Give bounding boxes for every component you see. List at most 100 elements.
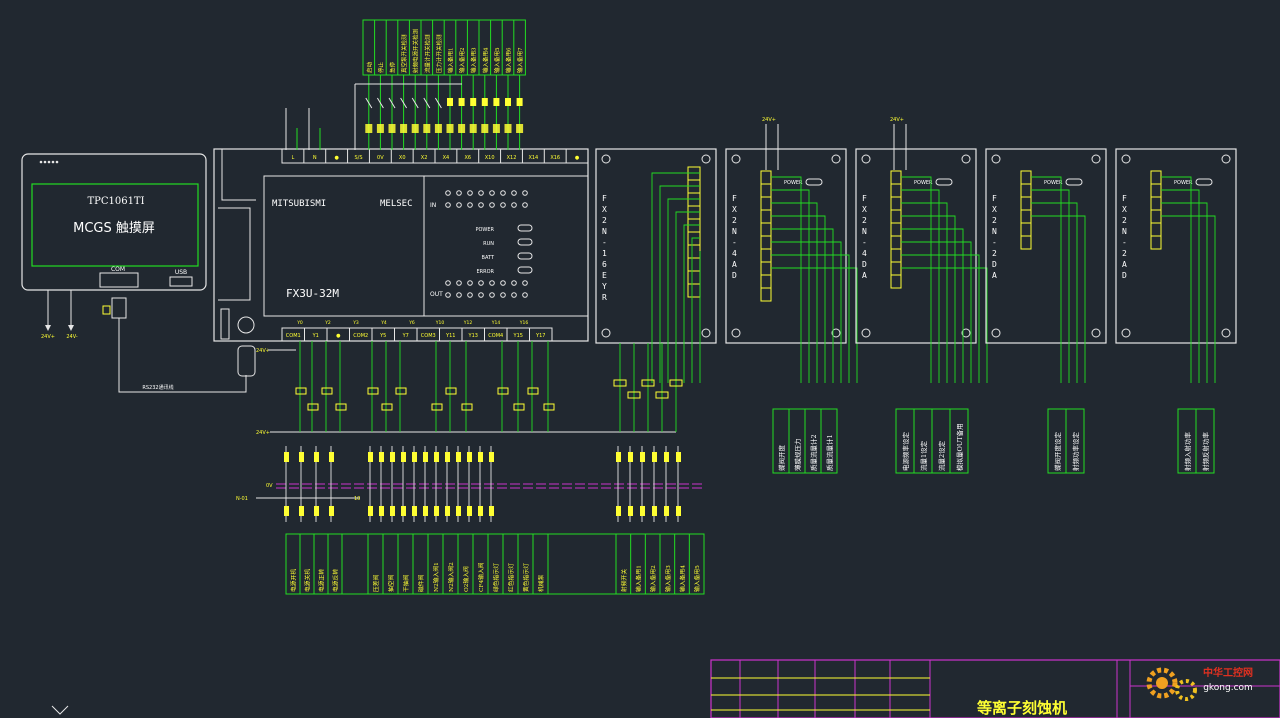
module-name-char: - [862,238,867,247]
module-name-char: D [1122,271,1127,280]
module-name-char: F [602,194,607,203]
module-name-char: D [862,260,867,269]
output-label: N2输入阀1 [432,562,440,592]
input-label: 输入备用1 [447,48,455,74]
module-name-char: F [992,194,997,203]
plc-bottom-terminal-b: Y14 [491,320,501,326]
plc-input-led [445,190,451,196]
input-label: 输入备用2 [458,48,466,74]
plc-input-led [467,202,473,208]
module-name-char: X [862,205,867,214]
com-port-label: COM [111,266,125,273]
plc-led [517,238,533,246]
input-label: 输入备用4 [481,47,489,73]
input-label: 输入备用6 [505,47,513,73]
drawing-title: 等离子刻蚀机 [977,699,1067,717]
module-name-char: - [992,238,997,247]
plc-input-led [445,202,451,208]
module-name-char: A [1122,260,1127,269]
module-desc-label: 电源频率设定 [901,432,910,472]
module-power-label: POWER [914,180,933,186]
plc-top-terminal: X2 [421,155,428,161]
output-label: O2输入阀 [462,566,470,592]
plc-bottom-terminal-b: Y2 [324,320,331,326]
plc-top-terminal: S/S [354,155,362,161]
plc-output-led [467,292,473,298]
plc-in-label: IN [430,202,436,209]
module-name-char: 2 [732,216,737,225]
module-name-char: 2 [1122,249,1127,258]
output-label: 黄色指示灯 [522,563,530,592]
ts-power-plus: 24V+ [41,334,55,340]
plc-led-label: POWER [475,227,494,233]
plc-top-terminal: X14 [528,155,538,161]
plc-bottom-terminal-b: Y0 [296,320,303,326]
module-desc-label: 蝶阀开度 [777,445,786,472]
module-name-char: N [732,227,737,236]
plc-input-led [522,190,528,196]
output-label: 干抽阀 [402,574,410,592]
plc-top-terminal: ● [575,155,580,161]
module-name-char: 2 [992,249,997,258]
module-name-char: Y [602,282,607,291]
plc-bottom-terminal: Y17 [535,333,545,339]
module-desc-label: 流量1设定 [919,440,928,471]
module-box [985,148,1107,344]
output-label: 输入备用4 [679,565,687,592]
module-name-char: 2 [1122,216,1127,225]
module-desc-label: 蝶阀开度设定 [1053,432,1062,472]
plc-bottom-terminal: Y7 [402,333,409,339]
plc-bottom-terminal: Y1 [312,333,319,339]
title-block: 等离子刻蚀机 [710,659,1280,718]
module-desc-label: 流量2设定 [937,440,946,471]
output-label: N2输入阀2 [447,562,455,592]
plc-led [517,266,533,274]
input-label-strip: 启动停止急停真空泵开关检测射频电源开关检测流量计开关检测压力计开关检测输入备用1… [362,19,526,76]
output-label: 压差阀 [372,574,380,592]
output-label: CF4输入阀 [477,562,485,592]
plc-output-led [478,292,484,298]
plc-bottom-terminal: Y11 [445,333,455,339]
plc-bottom-terminal: Y5 [379,333,386,339]
plc-series: MELSEC [380,199,413,209]
input-label: 真空泵开关检测 [400,34,408,73]
plc-top-terminal: L [292,155,295,161]
input-label: 输入备用3 [470,47,478,73]
bus-com-label: 0V [266,483,273,489]
plc-top-terminal: X16 [550,155,560,161]
plc-top-terminal: X6 [464,155,471,161]
module-name-char: 4 [862,249,867,258]
module-name-char: 1 [602,249,607,258]
plc-bottom-terminal: COM1 [286,333,301,339]
plc-bottom-terminal: ● [336,333,341,339]
output-label: 电源反转 [332,569,340,592]
plc-output-led [467,280,473,286]
plc-led-label: RUN [483,241,494,247]
module-desc-label: 模拟量OUT备用 [955,423,964,471]
expansion-modules: FX2N-16EYRFX2N-4ADPOWERFX2N-4DAPOWERFX2N… [595,117,1237,383]
output-label: 输入备用3 [664,565,672,592]
plc-bottom-terminal: COM4 [488,333,503,339]
plc-bottom-terminal-b: Y3 [352,320,359,326]
plc-bottom-terminal-b: Y16 [519,320,529,326]
module-power-label: POWER [1174,180,1193,186]
plc-output-led [511,280,517,286]
output-label: 输入备用2 [649,565,657,592]
output-label: 电源开机 [290,569,298,592]
plc-top-terminal: ● [334,155,339,161]
plc-model: FX3U-32M [286,287,339,300]
plc-input-led [467,190,473,196]
module-desc-label: 射频反射功率 [1201,432,1210,472]
output-label: 抽空阀 [387,574,395,592]
module-name-char: X [732,205,737,214]
plc-bottom-terminal-b: Y4 [380,320,387,326]
plc-bottom-terminal: COM2 [353,333,368,339]
touchscreen: TPC1061TI MCGS 触摸屏 COM USB 24V+ 24V- RS2… [21,153,256,393]
module-desc-label: 射频入射功率 [1183,432,1192,472]
module-name-char: N [862,227,867,236]
plc-input-led [456,190,462,196]
input-label: 射频电源开关检测 [412,28,420,73]
module-name-char: 2 [862,216,867,225]
